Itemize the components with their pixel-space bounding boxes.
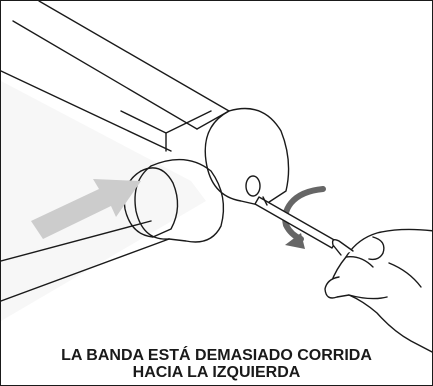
caption: LA BANDA ESTÁ DEMASIADO CORRIDA HACIA LA… bbox=[15, 347, 418, 381]
hand-icon bbox=[324, 228, 432, 353]
arrow-right-icon bbox=[31, 179, 141, 239]
caption-line-2: HACIA LA IZQUIERDA bbox=[132, 364, 301, 381]
treadmill-deck bbox=[1, 1, 230, 321]
caption-line-1: LA BANDA ESTÁ DEMASIADO CORRIDA bbox=[61, 347, 372, 364]
end-cap bbox=[134, 107, 290, 243]
roller bbox=[123, 167, 179, 238]
allen-wrench-icon bbox=[254, 196, 337, 249]
